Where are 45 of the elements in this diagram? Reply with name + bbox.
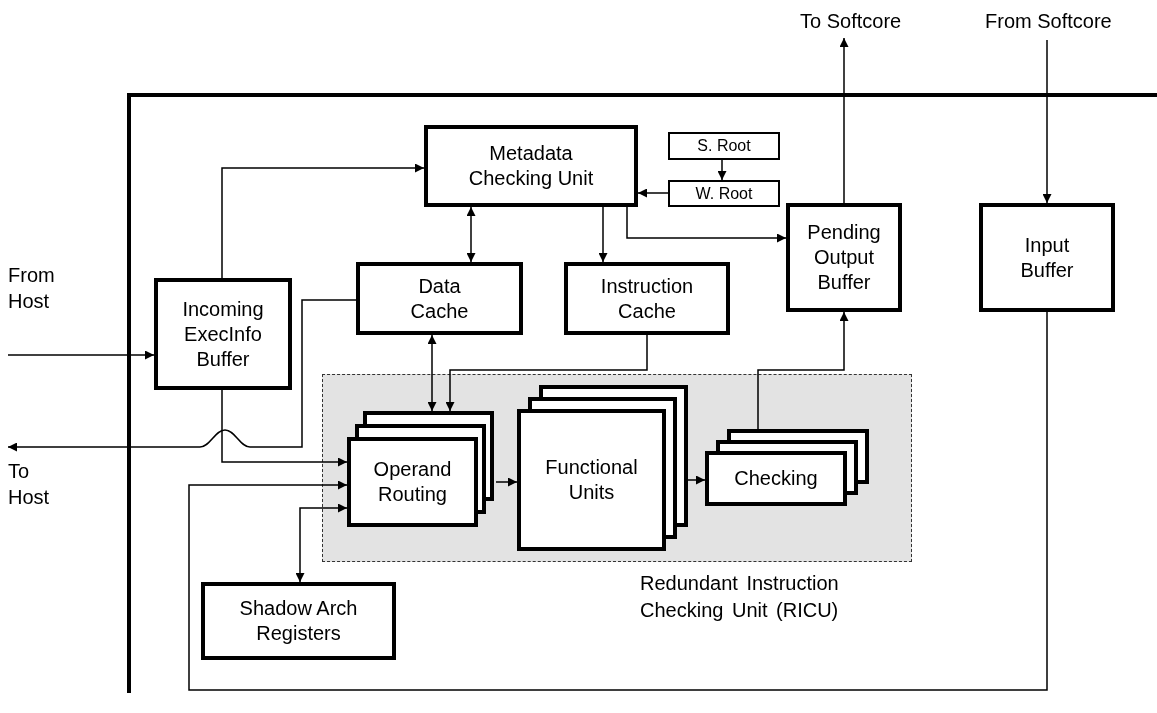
arrow xyxy=(466,206,476,263)
arrow xyxy=(1042,39,1052,204)
arrow xyxy=(495,477,518,487)
box-label: Shadow Arch Registers xyxy=(238,596,359,646)
process-box xyxy=(424,125,638,207)
process-box xyxy=(201,582,396,660)
process-box xyxy=(564,262,730,335)
arrow xyxy=(757,311,849,430)
arrow xyxy=(427,334,437,412)
outer-frame xyxy=(127,93,1157,693)
arrow xyxy=(626,206,787,243)
box-label: W. Root xyxy=(695,183,753,204)
port-label: To Softcore xyxy=(800,9,902,34)
port-label: To Host xyxy=(8,459,51,510)
arrow xyxy=(687,475,706,485)
process-box xyxy=(979,203,1115,312)
process-box xyxy=(668,180,780,207)
box-label: Checking xyxy=(734,466,818,491)
box-label: Functional Units xyxy=(544,455,639,505)
process-box xyxy=(786,203,902,312)
box-label: Operand Routing xyxy=(372,457,453,507)
arrow xyxy=(717,159,727,181)
box-label: Metadata Checking Unit xyxy=(467,141,595,191)
arrow xyxy=(221,389,348,467)
box-label: Incoming ExecInfo Buffer xyxy=(181,296,265,372)
arrow xyxy=(598,206,608,263)
process-box xyxy=(668,132,780,160)
arrow xyxy=(445,334,648,412)
box-label: Instruction Cache xyxy=(599,273,695,324)
arrow xyxy=(7,299,357,452)
box-label: Input Buffer xyxy=(1019,232,1075,283)
arrow xyxy=(188,311,1048,691)
port-label: From Softcore xyxy=(985,9,1112,34)
arrow xyxy=(637,188,669,198)
arrow xyxy=(221,163,425,279)
port-label: From Host xyxy=(8,263,56,314)
box-label: S. Root xyxy=(697,136,751,156)
box-label: Data Cache xyxy=(409,273,470,324)
box-label: Pending Output Buffer xyxy=(806,220,882,295)
arrow xyxy=(295,503,348,583)
arrow xyxy=(7,350,155,360)
region-label: Redundant Instruction Checking Unit (RICU) xyxy=(640,571,840,623)
arrow xyxy=(839,37,849,204)
process-box xyxy=(356,262,523,335)
process-box xyxy=(154,278,292,390)
